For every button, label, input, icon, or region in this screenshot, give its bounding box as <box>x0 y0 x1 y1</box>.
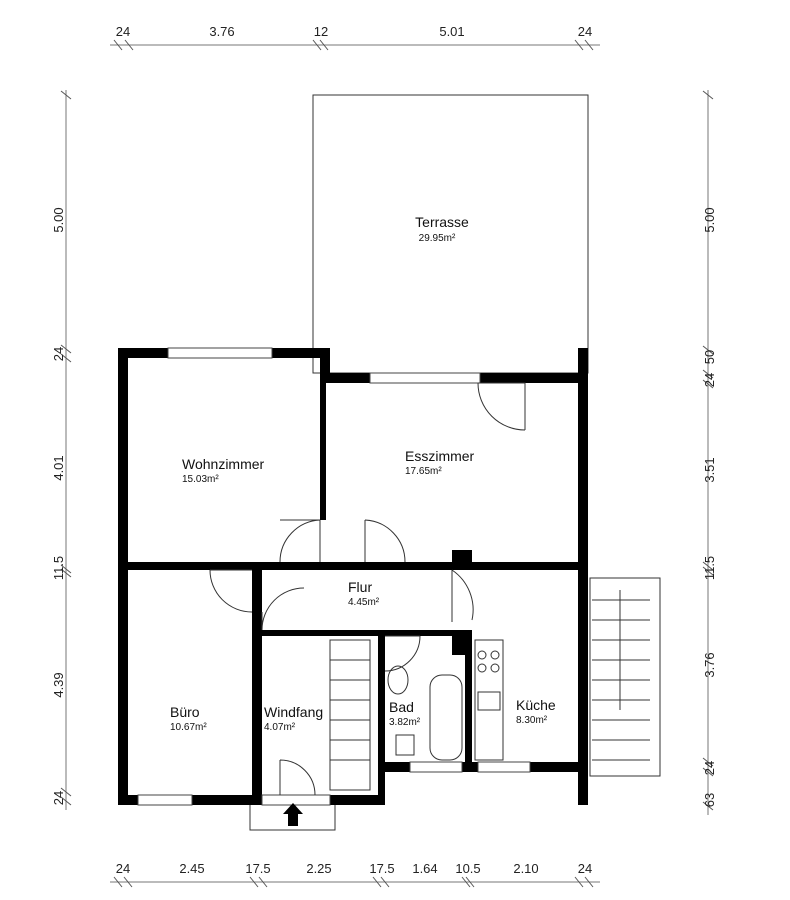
dim-label: 4.01 <box>51 455 66 480</box>
room-terrasse: Terrasse 29.95m² <box>415 214 469 244</box>
room-bad: Bad 3.82m² <box>389 699 421 728</box>
dim-label: 17.5 <box>245 861 270 876</box>
dim-label: 2.25 <box>306 861 331 876</box>
dim-label: 1.64 <box>412 861 437 876</box>
dim-label: 24 <box>116 24 130 39</box>
windows <box>137 347 531 806</box>
kitchen-counter <box>474 639 504 761</box>
dimension-top: 24 3.76 12 5.01 24 <box>110 24 600 51</box>
room-area: 10.67m² <box>170 722 207 733</box>
room-area: 4.45m² <box>348 597 380 608</box>
dim-label: 17.5 <box>369 861 394 876</box>
room-name: Esszimmer <box>405 448 475 464</box>
dim-label: 63 <box>702 793 717 807</box>
room-name: Büro <box>170 704 200 720</box>
dimension-right: 5.00 50 24 3.51 11.5 3.76 24 63 <box>702 90 717 815</box>
dim-label: 50 <box>702 350 717 364</box>
walls <box>118 348 588 805</box>
dim-label: 24 <box>116 861 130 876</box>
room-area: 17.65m² <box>405 466 442 477</box>
room-name: Bad <box>389 699 414 715</box>
dim-label: 10.5 <box>455 861 480 876</box>
room-area: 29.95m² <box>419 233 456 244</box>
room-kueche: Küche 8.30m² <box>516 697 556 726</box>
dim-label: 24 <box>578 24 592 39</box>
dim-label: 5.01 <box>439 24 464 39</box>
dim-label: 4.39 <box>51 672 66 697</box>
dim-label: 3.76 <box>209 24 234 39</box>
dim-label: 11.5 <box>51 556 66 580</box>
dim-label: 24 <box>578 861 592 876</box>
room-name: Flur <box>348 579 372 595</box>
dim-label: 24 <box>702 373 717 387</box>
dim-label: 24 <box>51 791 66 805</box>
washbasin <box>387 665 409 695</box>
dim-label: 24 <box>702 761 717 775</box>
fixtures <box>249 577 661 831</box>
room-wohnzimmer: Wohnzimmer 15.03m² <box>182 456 265 485</box>
room-windfang: Windfang 4.07m² <box>264 704 323 733</box>
dimension-bottom: 24 2.45 17.5 2.25 17.5 1.64 10.5 2.10 24 <box>110 861 600 888</box>
room-area: 15.03m² <box>182 474 219 485</box>
room-buero: Büro 10.67m² <box>170 704 207 733</box>
dim-label: 2.10 <box>513 861 538 876</box>
dim-label: 2.45 <box>179 861 204 876</box>
entrance-arrow-icon <box>283 803 303 826</box>
dim-label: 24 <box>51 347 66 361</box>
dimension-left: 5.00 24 4.01 11.5 4.39 24 <box>51 90 72 810</box>
room-area: 3.82m² <box>389 717 421 728</box>
dim-label: 11.5 <box>702 556 717 580</box>
room-flur: Flur 4.45m² <box>348 579 380 608</box>
room-name: Küche <box>516 697 556 713</box>
outdoor-stairs <box>589 577 661 777</box>
sink <box>477 691 501 711</box>
dim-label: 12 <box>314 24 328 39</box>
dim-label: 5.00 <box>702 207 717 232</box>
room-name: Terrasse <box>415 214 469 230</box>
toilet <box>395 734 415 756</box>
doors <box>209 382 526 796</box>
dim-label: 5.00 <box>51 207 66 232</box>
room-name: Windfang <box>264 704 323 720</box>
staircase-inner <box>329 639 371 791</box>
room-esszimmer: Esszimmer 17.65m² <box>405 448 475 477</box>
dim-label: 3.76 <box>702 652 717 677</box>
dim-label: 3.51 <box>702 457 717 482</box>
room-name: Wohnzimmer <box>182 456 265 472</box>
room-area: 4.07m² <box>264 722 296 733</box>
room-area: 8.30m² <box>516 715 548 726</box>
bathtub <box>429 674 463 761</box>
